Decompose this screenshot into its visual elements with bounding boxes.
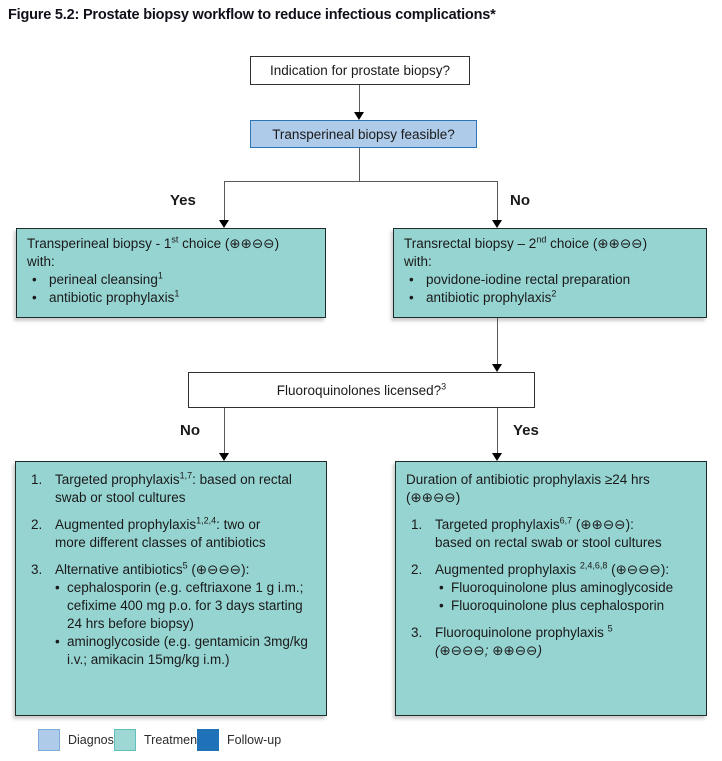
branch1-no-label: No — [510, 192, 530, 209]
arrowhead-down-icon — [492, 453, 502, 461]
connector-line — [359, 148, 361, 182]
numbered-item: 3. Alternative antibiotics5 (⊕⊖⊖⊖): • ce… — [26, 561, 316, 669]
node-transperineal-biopsy: Transperineal biopsy - 1st choice (⊕⊕⊖⊖)… — [16, 228, 326, 318]
numbered-item: 2. Augmented prophylaxis1,2,4: two or mo… — [26, 516, 316, 552]
bullet-text: povidone-iodine rectal preparation — [426, 271, 631, 287]
legend-item-diagnosis: Diagnosis — [38, 729, 123, 751]
item-number: 1. — [31, 472, 43, 487]
item-number: 1. — [411, 516, 423, 532]
sub-bullet-item: • Fluoroquinolone plus aminoglycoside — [439, 579, 696, 597]
item-text: Augmented prophylaxis1,2,4: two or more … — [55, 516, 316, 552]
bullet-icon: • — [32, 289, 37, 305]
node-indication-label: Indication for prostate biopsy? — [269, 63, 451, 78]
bullet-text: antibiotic prophylaxis2 — [426, 288, 557, 305]
bullet-item: • perineal cleansing1 — [27, 271, 315, 289]
connector-line — [497, 408, 499, 453]
legend-label-diagnosis: Diagnosis — [68, 733, 123, 747]
node-fluoroquinolones-label: Fluoroquinolones licensed?3 — [276, 381, 447, 398]
branch1-yes-label: Yes — [170, 192, 196, 209]
item-text: Targeted prophylaxis6,7 (⊕⊕⊖⊖): based on… — [435, 516, 696, 552]
bullet-icon: • — [32, 271, 37, 287]
node-transperineal-title: Transperineal biopsy - 1st choice (⊕⊕⊖⊖) — [27, 234, 280, 251]
bullet-item: • antibiotic prophylaxis2 — [404, 289, 696, 307]
bullet-icon: • — [55, 579, 60, 595]
node-transrectal-biopsy: Transrectal biopsy – 2nd choice (⊕⊕⊖⊖) w… — [393, 228, 707, 318]
bullet-text: perineal cleansing1 — [49, 270, 163, 287]
item-number: 3. — [411, 624, 423, 640]
legend-item-treatment: Treatment — [114, 729, 201, 751]
sub-bullet-item: • cephalosporin (e.g. ceftriaxone 1 g i.… — [55, 579, 316, 633]
arrowhead-down-icon — [354, 112, 364, 120]
item-number: 3. — [31, 561, 43, 577]
item-text: Targeted prophylaxis1,7: based on rectal… — [55, 471, 316, 507]
with-label: with: — [27, 253, 55, 269]
numbered-item: 1. Targeted prophylaxis6,7 (⊕⊕⊖⊖): based… — [406, 516, 696, 552]
yes-branch-title: Duration of antibiotic prophylaxis ≥24 h… — [406, 472, 650, 505]
with-label: with: — [404, 253, 432, 269]
item-number: 2. — [31, 516, 43, 532]
legend-label-treatment: Treatment — [144, 733, 201, 747]
node-fluoroquinolones-licensed: Fluoroquinolones licensed?3 — [188, 372, 535, 408]
node-transrectal-title: Transrectal biopsy – 2nd choice (⊕⊕⊖⊖) — [404, 234, 648, 251]
bullet-icon: • — [409, 271, 414, 287]
item-number: 2. — [411, 561, 423, 577]
legend-swatch-followup — [197, 729, 219, 751]
item-text-line2: based on rectal swab or stool cultures — [435, 534, 662, 550]
node-indication: Indication for prostate biopsy? — [250, 56, 470, 85]
sub-bullet-text: cephalosporin (e.g. ceftriaxone 1 g i.m.… — [67, 579, 304, 631]
item-text: Fluoroquinolone prophylaxis 5 (⊕⊖⊖⊖; ⊕⊕⊖… — [435, 624, 696, 660]
node-no-branch-options: 1. Targeted prophylaxis1,7: based on rec… — [15, 461, 327, 716]
sub-bullet-item: • aminoglycoside (e.g. gentamicin 3mg/kg… — [55, 633, 316, 669]
legend-swatch-treatment — [114, 729, 136, 751]
item-text-line2: swab or stool cultures — [55, 489, 186, 505]
sub-bullet-text: Fluoroquinolone plus aminoglycoside — [451, 579, 674, 595]
figure-title: Figure 5.2: Prostate biopsy workflow to … — [8, 7, 496, 23]
numbered-item: 2. Augmented prophylaxis 2,4,6,8 (⊕⊖⊖⊖):… — [406, 561, 696, 615]
connector-line — [224, 181, 226, 220]
sub-bullet-item: • Fluoroquinolone plus cephalosporin — [439, 597, 696, 615]
item-text-line2: more different classes of antibiotics — [55, 534, 266, 550]
superscript: 3 — [441, 381, 447, 391]
connector-line — [497, 181, 499, 220]
arrowhead-down-icon — [219, 453, 229, 461]
connector-line — [359, 85, 361, 113]
bullet-item: • antibiotic prophylaxis1 — [27, 289, 315, 307]
legend-item-followup: Follow-up — [197, 729, 281, 751]
connector-line — [224, 408, 226, 453]
legend-label-followup: Follow-up — [227, 733, 282, 747]
bullet-item: • povidone-iodine rectal preparation — [404, 271, 696, 289]
arrowhead-down-icon — [492, 364, 502, 372]
numbered-item: 1. Targeted prophylaxis1,7: based on rec… — [26, 471, 316, 507]
bullet-text: antibiotic prophylaxis1 — [49, 288, 180, 305]
node-transperineal-feasible: Transperineal biopsy feasible? — [250, 120, 477, 148]
bullet-icon: • — [439, 579, 444, 595]
node-transperineal-feasible-label: Transperineal biopsy feasible? — [272, 126, 455, 142]
superscript: nd — [536, 234, 547, 245]
connector-line — [225, 181, 498, 183]
sub-bullet-text: Fluoroquinolone plus cephalosporin — [451, 597, 665, 613]
connector-line — [497, 318, 499, 365]
node-yes-branch-options: Duration of antibiotic prophylaxis ≥24 h… — [395, 461, 707, 716]
item-text: Alternative antibiotics5 (⊕⊖⊖⊖): • cepha… — [55, 561, 316, 669]
branch2-yes-label: Yes — [513, 422, 539, 439]
arrowhead-down-icon — [492, 220, 502, 228]
arrowhead-down-icon — [219, 220, 229, 228]
sub-bullet-text: aminoglycoside (e.g. gentamicin 3mg/kg i… — [67, 633, 308, 667]
item-text: Augmented prophylaxis 2,4,6,8 (⊕⊖⊖⊖): • … — [435, 561, 696, 615]
bullet-icon: • — [439, 597, 444, 613]
grade-italic-line: (⊕⊖⊖⊖; ⊕⊕⊖⊖) — [435, 642, 542, 658]
superscript: st — [171, 234, 179, 245]
bullet-icon: • — [409, 289, 414, 305]
bullet-icon: • — [55, 633, 60, 649]
legend-swatch-diagnosis — [38, 729, 60, 751]
numbered-item: 3. Fluoroquinolone prophylaxis 5 (⊕⊖⊖⊖; … — [406, 624, 696, 660]
branch2-no-label: No — [180, 422, 200, 439]
